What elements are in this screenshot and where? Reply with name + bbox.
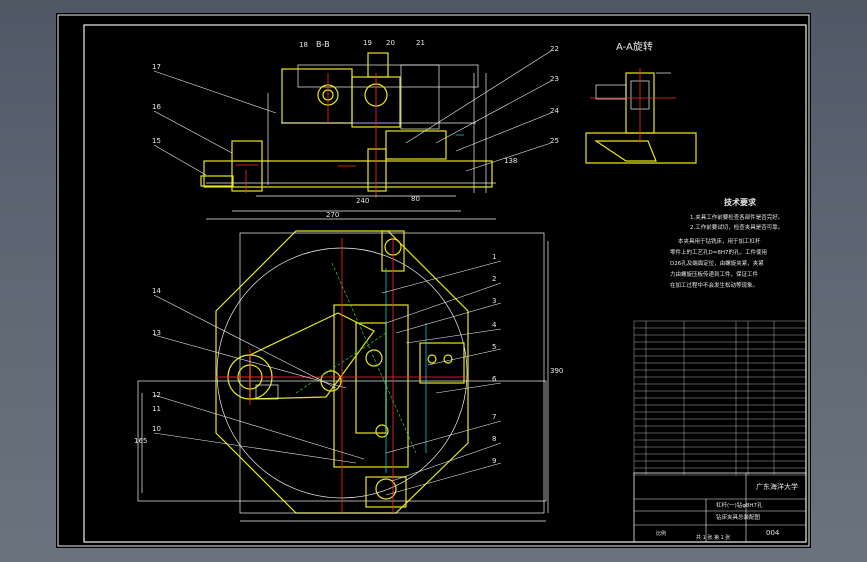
svg-text:本夹具用于钻铣床，用于加工杠杆: 本夹具用于钻铣床，用于加工杠杆	[678, 237, 761, 245]
svg-text:17: 17	[152, 63, 161, 71]
leader-lines	[153, 50, 552, 496]
cad-drawing: B-B 18 19 20 21 17 16 15 22 23 24 25 14 …	[57, 14, 810, 547]
svg-text:13: 13	[152, 329, 161, 337]
title-block: 广东海洋大学 杠杆(一)钻φ8H7孔 钻床夹具总装配图 004 比例 共 1 张…	[633, 472, 807, 543]
svg-text:14: 14	[152, 287, 161, 295]
svg-text:80: 80	[411, 195, 420, 203]
svg-text:25: 25	[550, 137, 559, 145]
svg-text:138: 138	[504, 157, 517, 165]
section-view-aa	[585, 68, 697, 164]
view-aa-title: A-A旋转	[616, 40, 653, 53]
svg-text:D26孔及端面定位，由螺旋夹紧，夹紧: D26孔及端面定位，由螺旋夹紧，夹紧	[670, 259, 764, 267]
svg-text:12: 12	[152, 391, 161, 399]
svg-text:11: 11	[152, 405, 161, 413]
section-view-bb	[200, 52, 496, 220]
drawing-name-2: 钻床夹具总装配图	[716, 513, 761, 521]
outer-border	[57, 14, 810, 547]
drawing-number: 004	[766, 529, 780, 537]
svg-text:20: 20	[386, 39, 395, 47]
svg-text:21: 21	[416, 39, 425, 47]
svg-text:23: 23	[550, 75, 559, 83]
svg-text:4: 4	[492, 321, 497, 329]
plan-view	[137, 230, 549, 522]
school-name: 广东海洋大学	[756, 482, 798, 491]
callouts: B-B 18 19 20 21 17 16 15 22 23 24 25 14 …	[134, 39, 653, 465]
svg-text:24: 24	[550, 107, 559, 115]
svg-text:1: 1	[492, 253, 496, 261]
svg-text:390: 390	[550, 367, 563, 375]
parts-table	[633, 320, 807, 476]
svg-text:5: 5	[492, 343, 496, 351]
svg-text:19: 19	[363, 39, 372, 47]
svg-text:力由螺旋压板传递到工件，保证工件: 力由螺旋压板传递到工件，保证工件	[670, 270, 759, 278]
inner-border	[83, 24, 807, 543]
svg-text:165: 165	[134, 437, 147, 445]
svg-text:9: 9	[492, 457, 496, 465]
svg-text:6: 6	[492, 375, 497, 383]
svg-text:2: 2	[492, 275, 496, 283]
tech-title: 技术要求	[724, 197, 757, 207]
svg-text:零件上的工艺孔D=8H7的孔，工件使用: 零件上的工艺孔D=8H7的孔，工件使用	[670, 248, 767, 256]
svg-text:18: 18	[299, 41, 308, 49]
svg-text:270: 270	[326, 211, 339, 219]
svg-text:240: 240	[356, 197, 369, 205]
drawing-name-1: 杠杆(一)钻φ8H7孔	[716, 501, 763, 509]
section-bb-label: B-B	[316, 40, 330, 49]
svg-text:1.夹具工作前要检查各部件是否完好。: 1.夹具工作前要检查各部件是否完好。	[690, 213, 783, 221]
tech-requirements: 技术要求 1.夹具工作前要检查各部件是否完好。 2.工作前要试切，检查夹具是否可…	[670, 197, 783, 289]
svg-text:15: 15	[152, 137, 161, 145]
svg-text:在加工过程中不会发生松动等现象。: 在加工过程中不会发生松动等现象。	[670, 281, 758, 289]
svg-text:7: 7	[492, 413, 496, 421]
svg-text:2.工作前要试切，检查夹具是否可靠。: 2.工作前要试切，检查夹具是否可靠。	[690, 223, 783, 231]
svg-text:8: 8	[492, 435, 496, 443]
svg-text:3: 3	[492, 297, 496, 305]
sheet-label: 共 1 张 第 1 张	[696, 534, 730, 541]
svg-text:22: 22	[550, 45, 559, 53]
svg-text:10: 10	[152, 425, 161, 433]
scale-label: 比例	[656, 530, 666, 537]
svg-text:16: 16	[152, 103, 161, 111]
drawing-sheet: B-B 18 19 20 21 17 16 15 22 23 24 25 14 …	[56, 13, 811, 548]
